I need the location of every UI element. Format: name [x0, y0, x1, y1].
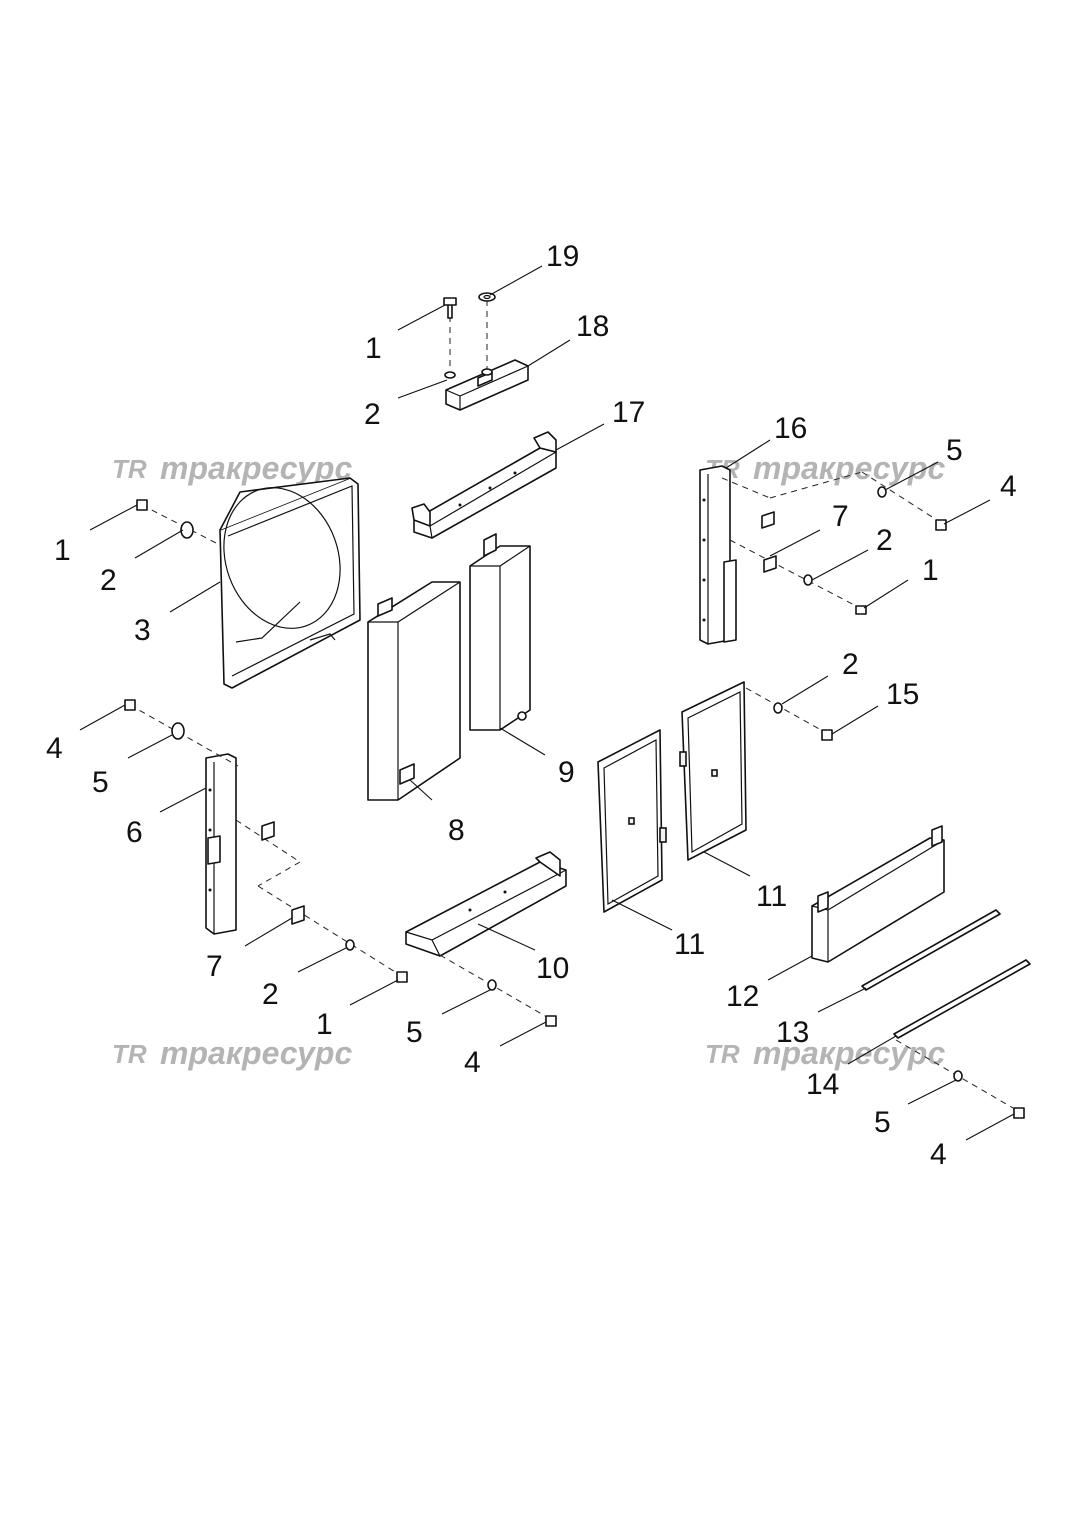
- callout-4: 4: [1000, 470, 1017, 503]
- callout-4: 4: [464, 1046, 481, 1079]
- callout-2: 2: [262, 978, 279, 1011]
- leader-lines: [79, 265, 1015, 1141]
- callout-6: 6: [126, 816, 143, 849]
- callout-19: 19: [546, 240, 579, 273]
- fan-shroud-3: [219, 477, 361, 689]
- callouts: 19 1 18 2 17 16 5 4 7 2 1 1 2 3 4 5 6 9 …: [46, 240, 1017, 1171]
- screen-11-a: [597, 729, 667, 913]
- callout-15: 15: [886, 678, 919, 711]
- callout-7: 7: [206, 950, 223, 983]
- watermark-logo: TR: [112, 1039, 147, 1069]
- callout-18: 18: [576, 310, 609, 343]
- callout-12: 12: [726, 980, 759, 1013]
- watermark-bottom-right: TR тракресурс: [705, 1035, 945, 1071]
- radiator-8: [367, 581, 461, 801]
- callout-9: 9: [558, 756, 575, 789]
- oil-cooler-12: [811, 825, 945, 963]
- strip-14: [893, 959, 1031, 1039]
- side-post-6: [205, 753, 237, 935]
- watermark-text: тракресурс: [160, 450, 352, 486]
- top-bracket-assembly: [443, 292, 529, 411]
- callout-2: 2: [364, 398, 381, 431]
- lower-rail-10-fasteners: [439, 954, 557, 1027]
- callout-13: 13: [776, 1016, 809, 1049]
- side-post-6-fasteners: [124, 699, 408, 983]
- watermark-text: тракресурс: [160, 1035, 352, 1071]
- callout-1: 1: [316, 1008, 333, 1041]
- callout-4: 4: [930, 1138, 947, 1171]
- watermark-bottom-left: TR тракресурс: [112, 1035, 352, 1071]
- callout-7: 7: [832, 500, 849, 533]
- watermark-text: тракресурс: [753, 450, 945, 486]
- callout-11: 11: [674, 928, 705, 961]
- shroud-fasteners: [136, 499, 221, 546]
- callout-1: 1: [54, 534, 71, 567]
- upper-rail-17: [411, 431, 557, 539]
- watermark-logo: TR: [112, 454, 147, 484]
- callout-5: 5: [406, 1016, 423, 1049]
- side-post-16: [699, 465, 737, 645]
- callout-2: 2: [876, 524, 893, 557]
- watermark-top-right: TR тракресурс: [705, 450, 945, 486]
- callout-5: 5: [874, 1106, 891, 1139]
- callout-8: 8: [448, 814, 465, 847]
- watermark-logo: TR: [705, 1039, 740, 1069]
- screen-fasteners: [745, 687, 833, 741]
- cooler-9: [469, 533, 531, 731]
- lower-rail-10: [405, 851, 567, 957]
- strip-fasteners: [895, 1039, 1025, 1119]
- callout-5: 5: [946, 434, 963, 467]
- watermark-top-left: TR тракресурс: [112, 450, 352, 486]
- callout-17: 17: [612, 396, 645, 429]
- callout-3: 3: [134, 614, 151, 647]
- callout-4: 4: [46, 732, 63, 765]
- screen-11-b: [679, 681, 747, 861]
- watermark-text: тракресурс: [753, 1035, 945, 1071]
- side-post-16-fasteners: [721, 471, 947, 615]
- callout-11: 11: [756, 880, 787, 913]
- callout-2: 2: [100, 564, 117, 597]
- callout-14: 14: [806, 1068, 839, 1101]
- callout-2: 2: [842, 648, 859, 681]
- callout-1: 1: [922, 554, 939, 587]
- callout-10: 10: [536, 952, 569, 985]
- callout-5: 5: [92, 766, 109, 799]
- callout-1: 1: [365, 332, 382, 365]
- callout-16: 16: [774, 412, 807, 445]
